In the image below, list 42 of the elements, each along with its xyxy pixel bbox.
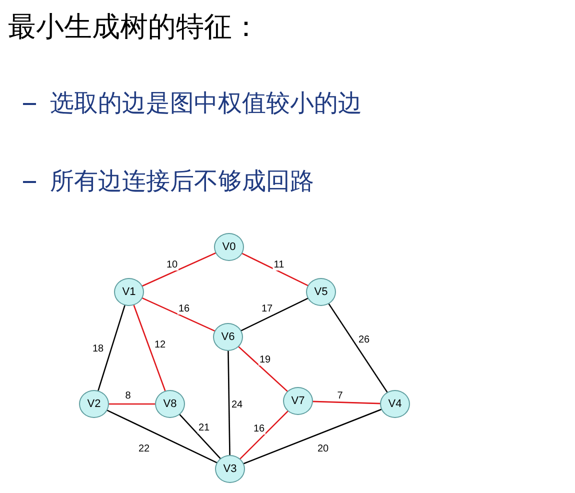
edge-line [241,252,309,286]
edge-line [228,350,230,456]
edge-line [328,303,388,393]
edge-label: 22 [137,444,151,454]
vertex-circle: V3 [215,455,245,483]
title: 最小生成树的特征： [8,9,260,45]
vertex-circle: V5 [306,278,336,306]
edge-label: 16 [252,424,266,434]
vertex-circle: V4 [380,390,410,418]
edge-label: 24 [230,400,244,410]
vertex-circle: V6 [213,323,243,351]
edge-label: 21 [197,422,211,434]
edge-label: 26 [357,334,371,346]
bullet-text: 所有边连接后不够成回路 [50,166,314,197]
edge-line [239,410,289,460]
edge-label: 16 [177,304,191,314]
vertex-circle: V8 [155,390,185,418]
edge-line [242,408,382,464]
edge-line [141,297,216,332]
bullet-text: 选取的边是图中权值较小的边 [50,88,362,119]
edge-label: 19 [258,354,272,366]
edge-line [108,403,156,405]
edge-label: 10 [165,260,179,270]
edge-label: 11 [272,260,286,270]
vertex-circle: V7 [283,387,313,415]
edge-label: 8 [124,390,132,402]
vertex-circle: V0 [214,233,244,261]
edge-line [179,414,221,460]
edge-line [142,252,216,287]
edge-line [106,409,218,464]
edge-line [238,346,288,392]
edge-line [312,400,382,404]
edge-line [240,298,309,332]
vertex-circle: V1 [114,278,144,306]
edge-label: 20 [316,444,330,454]
edge-line [133,304,166,392]
edge-label: 18 [91,344,105,354]
edge-label: 12 [153,340,167,350]
edge-line [98,305,126,391]
vertex-circle: V2 [79,390,109,418]
edge-label: 17 [260,304,274,314]
edge-label: 7 [336,390,344,402]
